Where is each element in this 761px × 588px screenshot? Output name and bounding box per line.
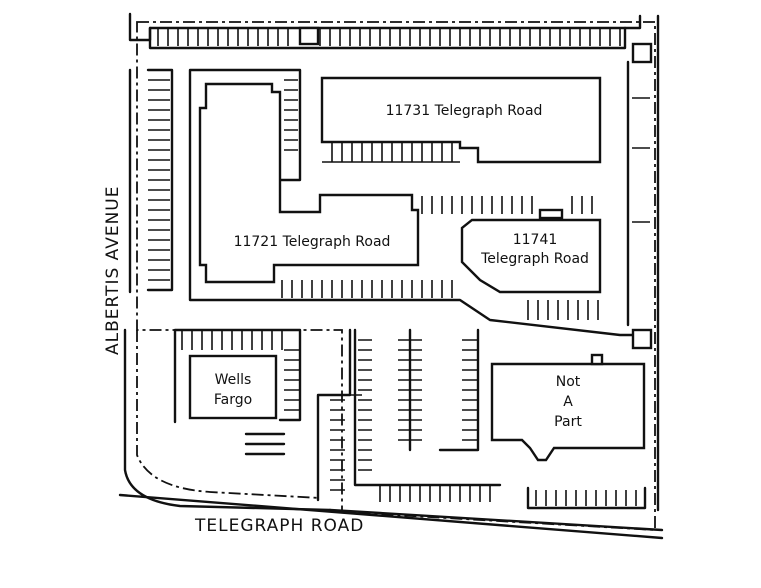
building-11741-label-line2: Telegraph Road	[480, 251, 589, 267]
building-11731: 11731 Telegraph Road	[320, 76, 602, 164]
inner-drive-curb	[188, 68, 642, 337]
building-11741: 11741 Telegraph Road	[460, 218, 602, 294]
west-lower-curb	[123, 328, 332, 512]
north-parking-row	[148, 26, 653, 64]
building-11731-label: 11731 Telegraph Road	[386, 103, 543, 119]
south-11741-parking	[527, 300, 599, 320]
not-a-part-label-line3: Part	[554, 414, 582, 430]
utility-pad	[538, 208, 564, 220]
north-curb	[128, 12, 642, 42]
southeast-parking-stalls	[535, 490, 637, 506]
east-curb-marks	[632, 97, 650, 223]
not-a-part-label-line1: Not	[556, 374, 581, 390]
north-11741-parking	[421, 196, 593, 214]
wells-fargo-label-line1: Wells	[215, 372, 252, 388]
not-a-part-parcel: Not A Part	[490, 353, 646, 462]
south-11721-parking	[281, 280, 453, 298]
southeast-parking	[526, 486, 647, 510]
albertis-avenue-label: ALBERTIS AVENUE	[103, 186, 123, 356]
telegraph-edge	[118, 493, 664, 540]
telegraph-road-label: TELEGRAPH ROAD	[194, 516, 364, 536]
central-parking	[316, 328, 502, 502]
south-curb	[328, 508, 664, 532]
tower-parking	[284, 79, 298, 151]
building-11741-label-line1: 11741	[513, 232, 558, 248]
building-11721-label: 11721 Telegraph Road	[234, 234, 391, 250]
building-11721: 11721 Telegraph Road	[198, 82, 420, 284]
utility-pad-east	[631, 328, 653, 350]
not-a-part-label-line2: A	[563, 394, 573, 410]
wells-fargo-pad: Wells Fargo	[173, 328, 302, 456]
property-boundary-segment	[136, 330, 321, 499]
wells-fargo-label-line2: Fargo	[214, 392, 252, 408]
west-parking-column	[146, 68, 174, 292]
